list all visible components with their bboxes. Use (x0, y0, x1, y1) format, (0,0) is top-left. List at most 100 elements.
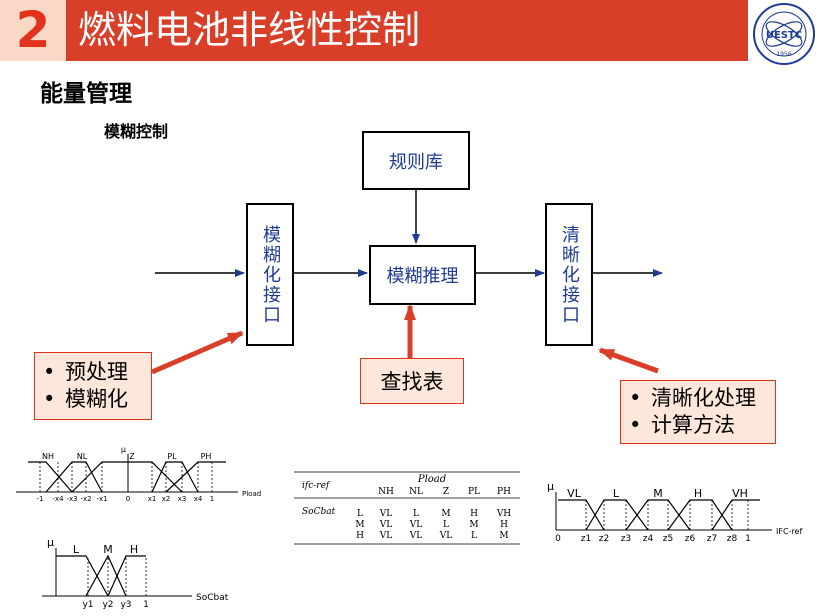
table-cell: M (499, 531, 508, 541)
lookup-table-label: 查找表 (380, 370, 444, 394)
table-row-label: H (356, 531, 364, 541)
mu-label: μ (47, 536, 54, 549)
set-label: PL (167, 452, 177, 461)
table-cell: VH (496, 509, 511, 519)
axis-name: SoCbat (196, 593, 229, 603)
membership-function (585, 499, 649, 531)
lookup-table-note: 查找表 (360, 358, 464, 404)
tick-label: z5 (663, 534, 673, 544)
tick-label: z7 (707, 534, 717, 544)
table-column-label: Z (443, 487, 449, 497)
set-label: VH (732, 487, 748, 500)
preprocessing-note: 预处理 模糊化 (34, 352, 152, 420)
fuzzification-interface-block: 模糊化接口 (246, 203, 294, 346)
tick-label: x2 (162, 495, 171, 503)
tick-label: x3 (178, 495, 187, 503)
tick-label: z3 (621, 534, 631, 544)
soc-membership-plot: μL M Hy1 y2 y3 1 SoCbat (42, 536, 229, 610)
mu-label: μ (547, 480, 554, 493)
table-cell: M (469, 520, 478, 530)
membership-function (711, 499, 760, 531)
membership-function (71, 461, 183, 493)
table-column-header: Pload (417, 474, 446, 485)
note-item: 模糊化 (43, 386, 151, 413)
section-title: 能量管理 (40, 81, 132, 107)
set-label: VL (567, 487, 582, 500)
table-cell: H (500, 520, 508, 530)
axis-name: Pload (242, 490, 261, 498)
set-label: L (73, 543, 80, 556)
tick-label: z1 (581, 534, 591, 544)
tick-label: -x1 (96, 495, 107, 503)
tick-label: y1 (82, 600, 93, 610)
table-cell: VL (409, 531, 422, 541)
tick-label: y3 (120, 600, 131, 610)
subsection-title: 模糊控制 (104, 122, 169, 141)
table-cell: L (443, 520, 449, 530)
tick-label: -x3 (66, 495, 77, 503)
note-item: 清晰化处理 (629, 385, 775, 412)
tick-label: y2 (102, 600, 113, 610)
university-logo: UESTC 1956 (753, 3, 815, 65)
table-column-label: NL (409, 487, 423, 497)
membership-function (56, 555, 109, 597)
membership-function (625, 499, 691, 531)
tick-label: x1 (148, 495, 157, 503)
membership-function (165, 461, 226, 493)
note-item: 预处理 (43, 359, 151, 386)
membership-function (28, 461, 73, 493)
table-row-label: M (355, 520, 364, 530)
tick-label: 0 (555, 534, 561, 544)
set-label: NH (42, 452, 54, 461)
tick-label: 1 (210, 495, 214, 503)
left-note-arrow (151, 330, 244, 375)
tick-label: -x4 (52, 495, 64, 503)
svg-text:1956: 1956 (776, 51, 791, 58)
membership-function (85, 554, 127, 597)
table-row-label: L (357, 509, 363, 519)
table-cell: VL (379, 531, 392, 541)
set-label: L (613, 487, 620, 500)
defuzzification-note: 清晰化处理 计算方法 (620, 380, 776, 444)
table-cell: VL (409, 520, 422, 530)
set-label: PH (201, 452, 212, 461)
set-label: M (103, 543, 113, 556)
mu-label: μ (121, 445, 126, 454)
slide-title: 燃料电池非线性控制 (66, 0, 748, 61)
tick-label: z8 (727, 534, 738, 544)
table-cell: H (470, 509, 478, 519)
membership-function (558, 499, 605, 531)
tick-label: z2 (599, 534, 609, 544)
tick-label: z4 (643, 534, 654, 544)
slide-number: 2 (0, 0, 66, 61)
fuzzy-inference-block: 模糊推理 (369, 245, 476, 305)
table-cell: VL (379, 509, 392, 519)
defuzzification-interface-block: 清晰化接口 (545, 203, 593, 346)
set-label: Z (129, 452, 135, 461)
set-label: H (130, 543, 138, 556)
tick-label: 1 (143, 600, 149, 610)
membership-function (107, 555, 146, 597)
set-label: NL (77, 452, 88, 461)
table-column-label: PH (497, 487, 511, 497)
tick-label: -1 (37, 495, 44, 503)
set-label: H (694, 487, 702, 500)
tick-label: z6 (685, 534, 696, 544)
table-cell: VL (379, 520, 392, 530)
membership-function (151, 461, 199, 493)
svg-text:UESTC: UESTC (766, 30, 802, 41)
table-row-header: SoCbat (302, 507, 336, 517)
tick-label: -x2 (80, 495, 91, 503)
right-note-arrow (598, 347, 659, 374)
table-column-label: PL (468, 487, 480, 497)
axis-name: IFC-ref (776, 527, 802, 536)
table-cell: VL (439, 531, 452, 541)
table-column-label: NH (378, 487, 394, 497)
table-cell: L (471, 531, 477, 541)
table-corner-label: ifc-ref (302, 481, 331, 491)
rule-base-block: 规则库 (362, 131, 470, 190)
